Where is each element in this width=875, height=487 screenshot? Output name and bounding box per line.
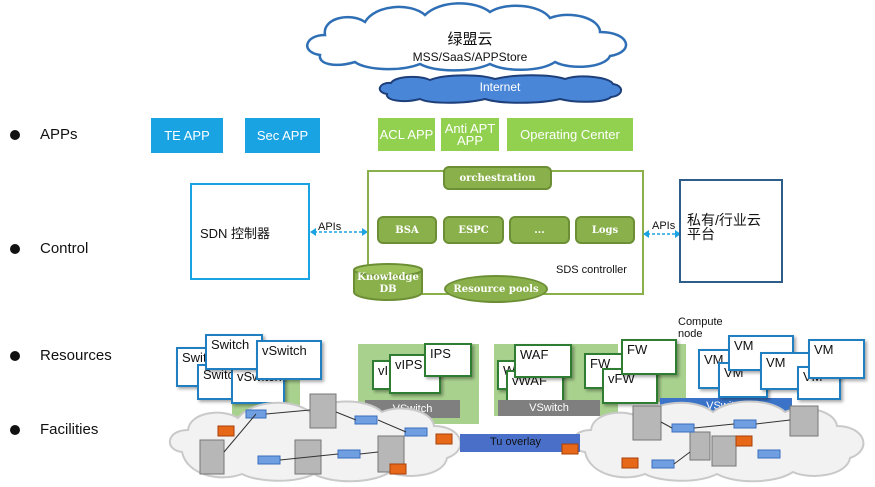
vswitch-bar-2: VSwitch [498,400,600,416]
sdn-controller-box: SDN 控制器 [190,183,310,280]
private-cloud-box: 私有/行业云平台 [679,179,783,283]
cloud-subtitle: MSS/SaaS/APPStore [412,50,528,64]
switch-icon [757,449,781,459]
compute-node-label: Compute node [678,316,723,340]
firewall-icon [621,457,639,469]
layer-apps: APPs [10,126,78,143]
fw-card: FW [621,339,677,375]
anti-apt-app-box: Anti APT APP [441,118,499,151]
private-apis-label: APIs [652,220,676,232]
firewall-icon [389,463,407,475]
firewall-icon [735,435,753,447]
cloud-shape [306,2,628,72]
bullet-icon [10,129,20,140]
internet-label: Internet [479,80,521,94]
layer-control-label: Control [40,240,89,257]
server-icon [309,393,337,429]
sdn-apis-arrow [310,228,368,236]
sdn-controller-label: SDN 控制器 [200,226,271,241]
bullet-icon [10,350,20,361]
switch-icon [733,419,757,429]
server-icon [199,439,225,475]
switch-icon [651,459,675,469]
switch-card: Switch [205,334,263,370]
switch-icon [404,427,428,437]
sdn-apis-label: APIs [318,221,342,233]
vm-card: VM [808,339,865,379]
firewall-icon [561,443,579,455]
ips-card: IPS [424,343,472,377]
private-cloud-label: 私有/行业云平台 [687,212,761,242]
private-apis-arrow [643,230,681,238]
server-icon [711,435,737,467]
bullet-icon [10,424,20,435]
layer-facilities: Facilities [10,421,98,438]
internet-shape [378,74,622,104]
operating-center-box: Operating Center [507,118,633,151]
acl-app-box: ACL APP [378,118,435,151]
server-icon [294,439,322,475]
cloud-title: 绿盟云 [447,31,493,48]
switch-icon [354,415,378,425]
switch-icon [257,455,281,465]
switch-icon [671,423,695,433]
more-module: ... [509,216,570,244]
knowledge-db-shape [353,263,423,301]
facilities-devices [199,393,819,475]
tunnel-label: Tu overlay [490,436,541,448]
switch-icon [337,449,361,459]
overlay-tunnel: Tu overlay [460,434,580,452]
layer-facilities-label: Facilities [40,421,99,438]
te-app-box: TE APP [151,118,223,153]
bullet-icon [10,243,20,254]
logs-module: Logs [575,216,635,244]
resource-pools-module: Resource pools [444,275,548,303]
sds-controller-label: SDS controller [556,264,627,276]
knowledge-db-label: Knowledge DB [357,272,419,295]
waf-card: WAF [514,344,572,378]
firewall-icon [435,433,453,445]
layer-resources: Resources [10,347,112,364]
sec-app-box: Sec APP [245,118,320,153]
layer-apps-label: APPs [40,126,78,143]
vswitch-card: vSwitch [256,340,322,380]
layer-control: Control [10,240,88,257]
orchestration-module: orchestration [443,166,552,190]
server-icon [789,405,819,437]
bsa-module: BSA [377,216,437,244]
espc-module: ESPC [443,216,504,244]
server-icon [689,431,711,461]
firewall-icon [217,425,235,437]
server-icon [632,405,662,441]
layer-resources-label: Resources [40,347,112,364]
